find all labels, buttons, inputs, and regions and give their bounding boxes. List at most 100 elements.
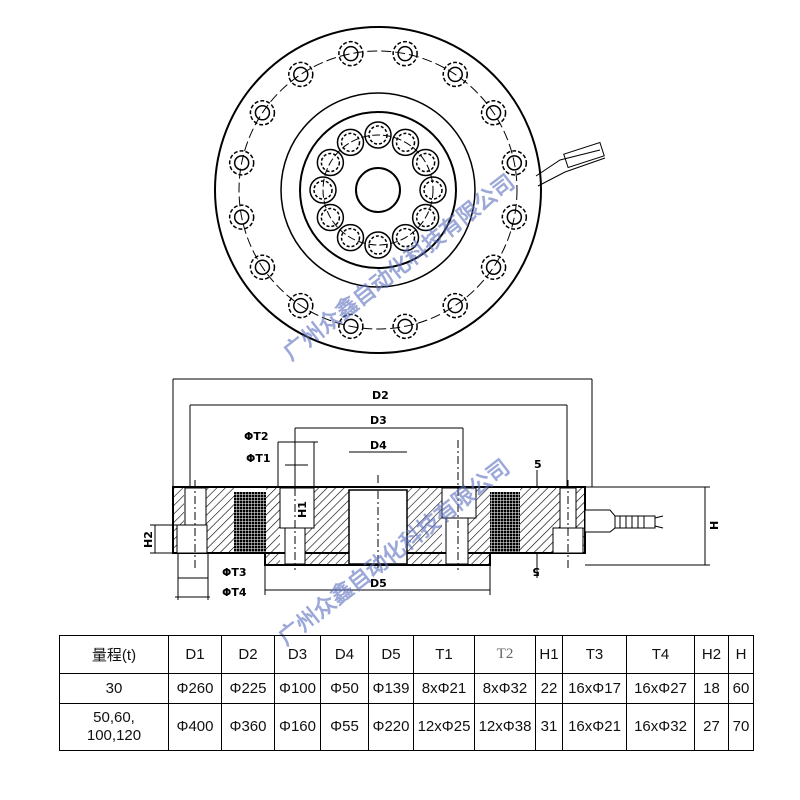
label-t4: ΦT4	[222, 586, 247, 599]
outer-bolt-hole-counterbore	[228, 204, 255, 230]
table-cell: 27	[694, 703, 729, 751]
inner-bolt-hole	[340, 132, 361, 153]
column-header: D4	[320, 635, 369, 674]
inner-bolt-hole-counterbore	[316, 203, 345, 232]
outer-bolt-hole	[343, 45, 359, 62]
inner-bolt-hole	[340, 227, 361, 248]
cable-connector	[563, 141, 605, 169]
table-cell: Φ100	[274, 673, 321, 704]
outer-bolt-hole	[506, 155, 523, 171]
column-header: D5	[368, 635, 414, 674]
outer-bolt-hole-counterbore	[392, 313, 418, 340]
label-d2: D2	[372, 389, 389, 402]
label-t1: ΦT1	[246, 452, 271, 465]
label-d5: D5	[370, 577, 387, 590]
table-cell: Φ50	[320, 673, 369, 704]
outer-bolt-hole	[485, 259, 502, 275]
outer-bolt-hole-counterbore	[228, 150, 255, 176]
label-h1: H1	[296, 501, 309, 518]
outer-bolt-hole	[447, 297, 463, 314]
column-header: 量程(t)	[59, 635, 169, 674]
cable	[615, 515, 664, 529]
table-cell: 22	[535, 673, 563, 704]
outer-bolt-hole-counterbore	[480, 100, 507, 126]
outer-bolt-hole-counterbore	[501, 150, 528, 176]
table-cell: Φ360	[221, 703, 275, 751]
table-cell: 16xΦ21	[562, 703, 627, 751]
label-h: H	[708, 521, 721, 530]
outer-bolt-hole-counterbore	[442, 292, 468, 319]
table-cell: 16xΦ17	[562, 673, 627, 704]
outer-bolt-hole-counterbore	[338, 40, 364, 67]
label-t2: ΦT2	[244, 430, 269, 443]
table-cell: 31	[535, 703, 563, 751]
table-cell: Φ160	[274, 703, 321, 751]
outer-bolt-hole	[397, 45, 413, 62]
outer-bolt-hole	[447, 66, 463, 83]
outer-bolt-hole-counterbore	[442, 61, 468, 88]
table-cell: Φ225	[221, 673, 275, 704]
inner-bolt-hole-counterbore	[391, 223, 420, 252]
strain-gauge-area	[234, 492, 266, 552]
outer-bolt-hole	[254, 105, 271, 121]
table-cell: Φ139	[368, 673, 414, 704]
dimension-lines	[150, 378, 710, 600]
label-h2: H2	[142, 531, 155, 548]
table-cell: 16xΦ27	[626, 673, 695, 704]
outer-bolt-hole-counterbore	[288, 61, 314, 88]
table-cell: 70	[728, 703, 754, 751]
inner-bolt-hole-counterbore	[336, 223, 365, 252]
inner-bolt-circle	[322, 134, 434, 246]
cable-gland	[584, 509, 616, 533]
table-cell: 18	[694, 673, 729, 704]
table-cell: 12xΦ25	[413, 703, 475, 751]
outer-bolt-hole-counterbore	[288, 292, 314, 319]
center-hole	[355, 167, 401, 213]
label-5-top: 5	[534, 458, 542, 471]
column-header: T3	[562, 635, 627, 674]
outer-bolt-hole-counterbore	[480, 254, 507, 280]
inner-bolt-hole	[395, 132, 416, 153]
column-header: D1	[168, 635, 222, 674]
column-header: D3	[274, 635, 321, 674]
inner-ring	[299, 111, 457, 269]
inner-bolt-hole-counterbore	[364, 121, 392, 149]
table-cell: 8xΦ32	[474, 673, 536, 704]
inner-bolt-hole	[320, 152, 341, 173]
inner-bolt-hole-counterbore	[391, 128, 420, 157]
outer-bolt-hole	[233, 209, 250, 225]
column-header: H1	[535, 635, 563, 674]
inner-bolt-hole	[368, 125, 388, 145]
inner-bolt-hole	[415, 152, 436, 173]
mid-ring	[280, 92, 476, 288]
side-view: D2 D3 D4 D5 ΦT2 ΦT1 ΦT3 ΦT4 H H1 H2 5 5	[142, 378, 721, 600]
inner-bolt-hole-counterbore	[411, 148, 440, 177]
column-header: T2	[474, 635, 536, 674]
table-cell: 8xΦ21	[413, 673, 475, 704]
table-cell: 60	[728, 673, 754, 704]
label-d3: D3	[370, 414, 387, 427]
column-header: H	[728, 635, 754, 674]
table-cell: 12xΦ38	[474, 703, 536, 751]
outer-bolt-hole-counterbore	[501, 204, 528, 230]
column-header: D2	[221, 635, 275, 674]
table-cell: 30	[59, 673, 169, 704]
outer-bolt-hole	[233, 155, 250, 171]
bolt-circle	[238, 50, 518, 330]
inner-bolt-hole-counterbore	[336, 128, 365, 157]
top-view	[214, 26, 606, 354]
table-cell: Φ260	[168, 673, 222, 704]
label-t3: ΦT3	[222, 566, 247, 579]
cable-top-view	[535, 149, 606, 187]
table-cell: Φ55	[320, 703, 369, 751]
outer-bolt-hole	[506, 209, 523, 225]
outer-bolt-hole-counterbore	[249, 254, 276, 280]
label-d4: D4	[370, 439, 387, 452]
outer-bolt-hole	[343, 318, 359, 335]
inner-bolt-hole-counterbore	[411, 203, 440, 232]
inner-bolt-hole	[313, 180, 333, 200]
